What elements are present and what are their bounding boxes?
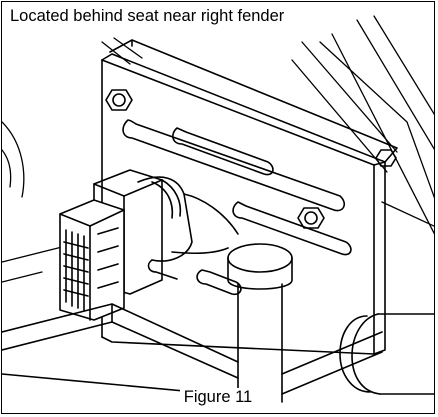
support-post	[227, 243, 293, 403]
figure-label: Figure 11	[2, 388, 434, 407]
lower-frame-rail	[2, 303, 383, 397]
hex-bolt	[105, 89, 133, 111]
fender-outline	[101, 15, 434, 235]
diagnostic-connector	[59, 169, 163, 321]
right-tube	[339, 313, 434, 395]
figure-label-text: Figure 11	[179, 388, 257, 406]
connector-location-illustration	[2, 15, 434, 403]
bracket-plate	[101, 39, 398, 355]
connector-boot	[137, 176, 239, 262]
location-caption: Located behind seat near right fender	[8, 6, 288, 28]
hex-bolt	[375, 149, 397, 167]
left-background	[2, 121, 63, 283]
hex-bolt	[297, 207, 325, 229]
